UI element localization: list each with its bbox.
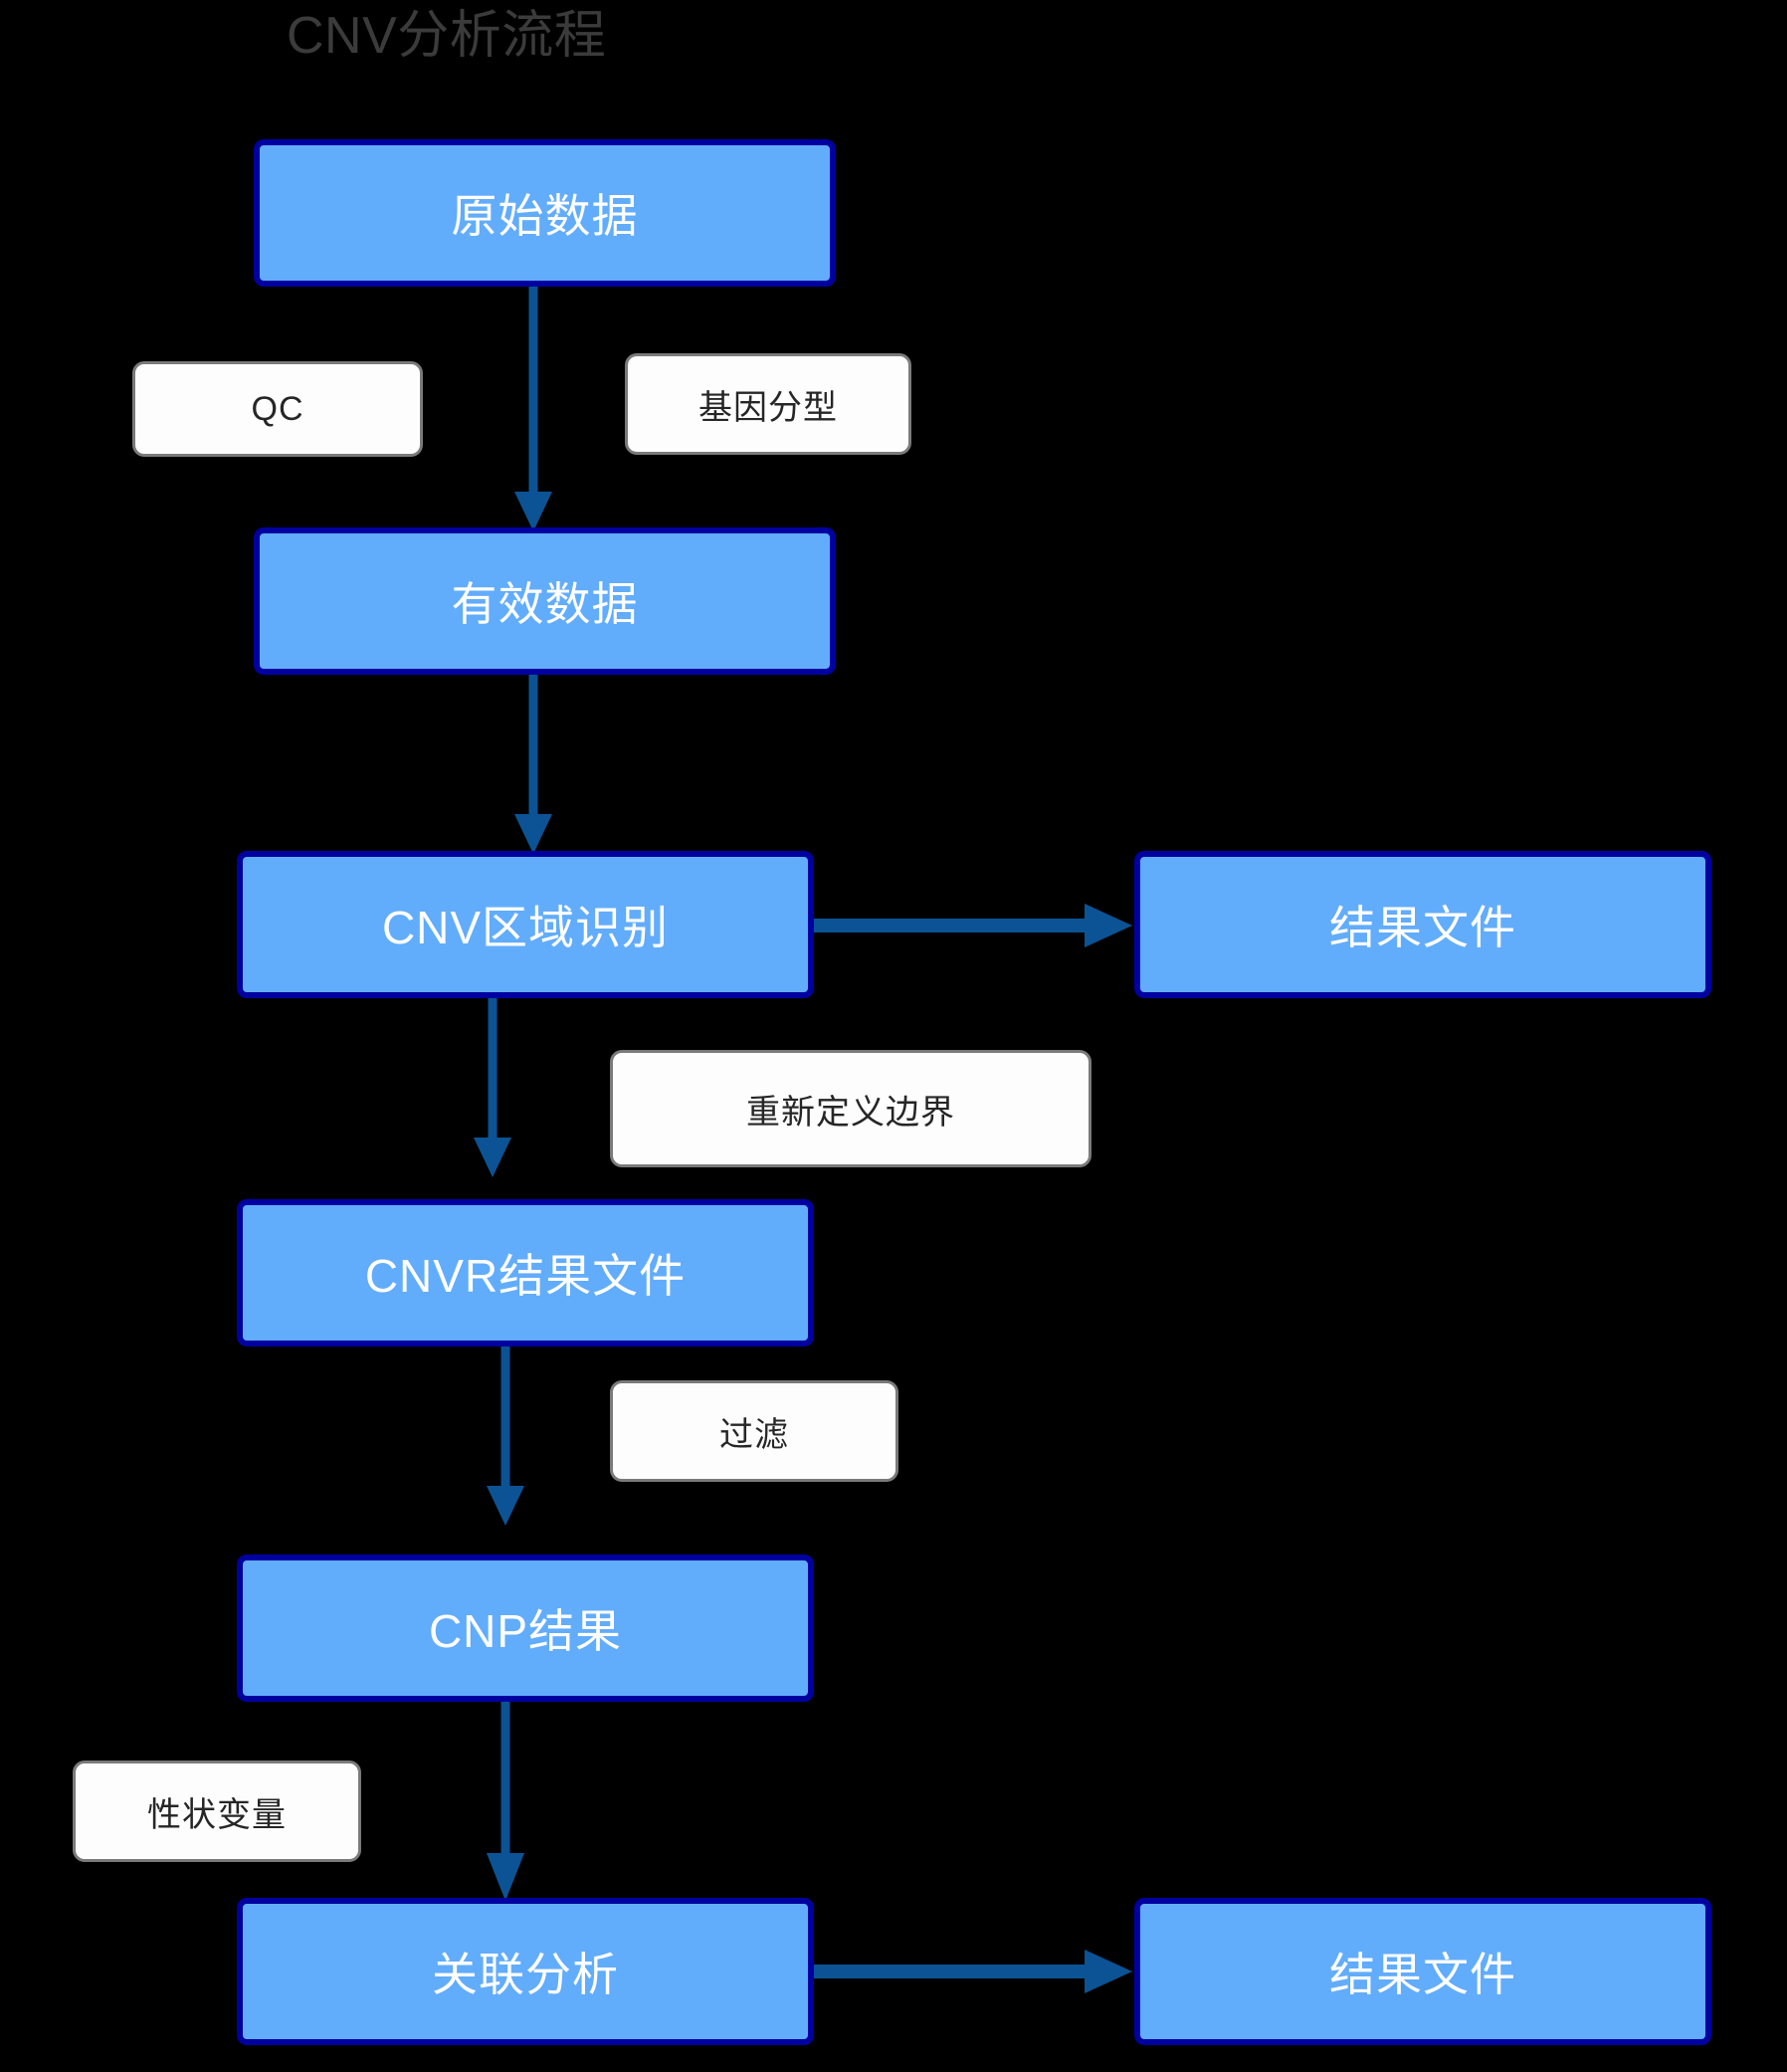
edge-label-text: 过滤 xyxy=(719,1415,789,1454)
edge-label-text: 性状变量 xyxy=(147,1795,287,1834)
edge-label-genotyping: 基因分型 xyxy=(625,353,911,455)
node-association[interactable]: 关联分析 xyxy=(237,1898,814,2045)
node-label: 原始数据 xyxy=(451,190,639,242)
arrow-cnp-to-association xyxy=(476,1702,535,1901)
arrow-raw-to-valid xyxy=(503,287,563,531)
edge-label-trait: 性状变量 xyxy=(73,1761,361,1862)
arrow-cnvregion-to-result1 xyxy=(814,901,1132,950)
edge-label-qc: QC xyxy=(132,361,423,457)
edge-label-redefine: 重新定义边界 xyxy=(610,1050,1092,1167)
node-cnvr-result[interactable]: CNVR结果文件 xyxy=(237,1199,814,1347)
node-label: CNV区域识别 xyxy=(381,902,670,953)
edge-label-text: 重新定义边界 xyxy=(746,1093,955,1132)
node-result-file-1[interactable]: 结果文件 xyxy=(1134,851,1711,998)
node-label: 结果文件 xyxy=(1329,1949,1516,2000)
page-title: CNV分析流程 xyxy=(287,7,607,65)
node-label: CNVR结果文件 xyxy=(364,1250,687,1302)
edge-label-text: 基因分型 xyxy=(698,388,838,427)
node-label: 关联分析 xyxy=(432,1949,619,2000)
node-valid-data[interactable]: 有效数据 xyxy=(254,527,836,675)
node-label: 结果文件 xyxy=(1329,902,1516,953)
node-cnv-region[interactable]: CNV区域识别 xyxy=(237,851,814,998)
arrow-cnvr-to-cnp xyxy=(476,1347,535,1526)
edge-label-filter: 过滤 xyxy=(610,1380,898,1482)
edge-label-text: QC xyxy=(251,389,304,428)
arrow-valid-to-cnvregion xyxy=(503,675,563,854)
node-result-file-2[interactable]: 结果文件 xyxy=(1134,1898,1711,2045)
node-label: 有效数据 xyxy=(451,578,639,630)
node-cnp-result[interactable]: CNP结果 xyxy=(237,1554,814,1702)
node-label: CNP结果 xyxy=(428,1605,623,1657)
node-raw-data[interactable]: 原始数据 xyxy=(254,139,836,287)
arrow-association-to-result2 xyxy=(814,1947,1132,1996)
arrow-cnvregion-to-cnvr xyxy=(463,998,522,1177)
